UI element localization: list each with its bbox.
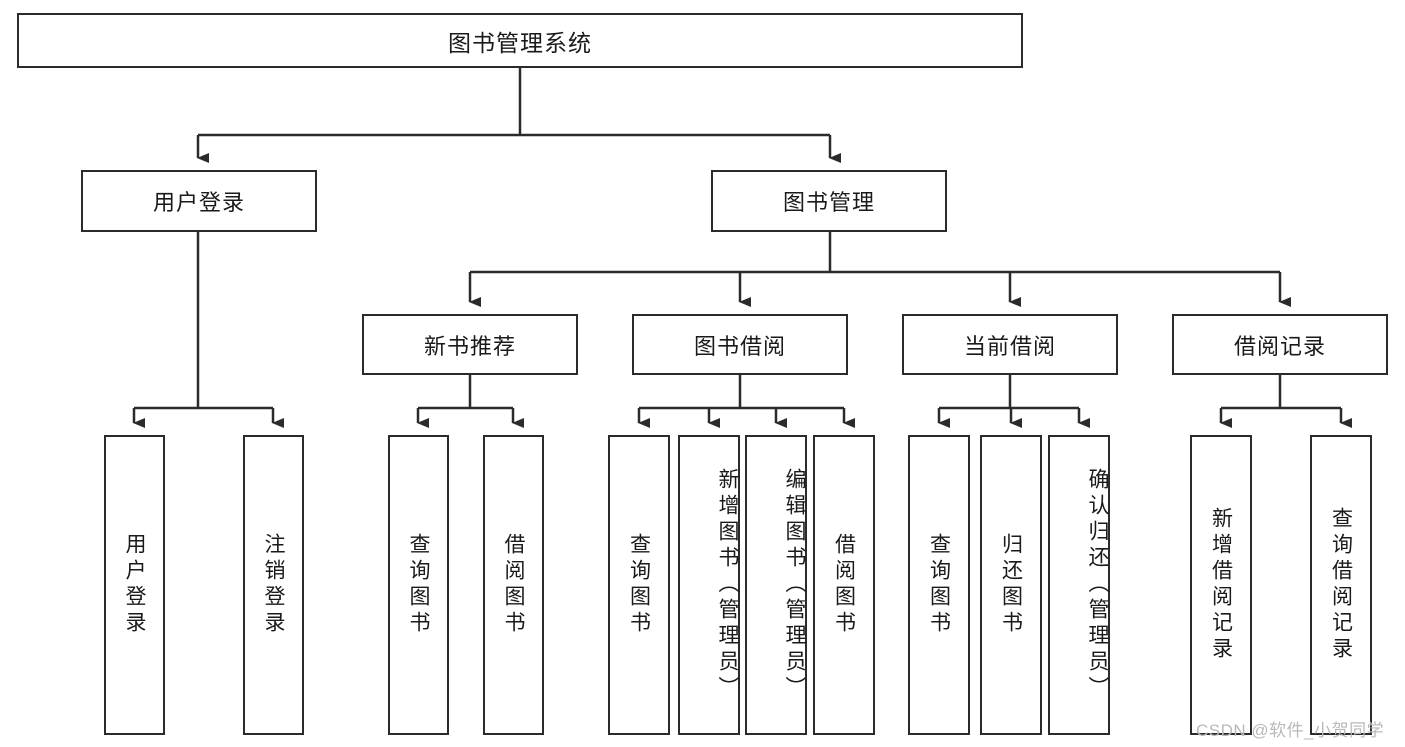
node-label: 确认归还（管理员）	[1086, 468, 1109, 702]
node-leaf-add-borrow-record[interactable]: 新增借阅记录	[1190, 435, 1252, 735]
node-leaf-add-book-admin[interactable]: 新增图书（管理员）	[678, 435, 740, 735]
node-leaf-query-book-1[interactable]: 查询图书	[388, 435, 449, 735]
node-book-borrow[interactable]: 图书借阅	[632, 314, 848, 375]
node-user-login[interactable]: 用户登录	[81, 170, 317, 232]
node-label: 图书借阅	[693, 333, 786, 359]
node-label: 查询图书	[407, 533, 430, 637]
node-label: 图书管理系统	[448, 29, 592, 56]
node-leaf-borrow-book-1[interactable]: 借阅图书	[483, 435, 544, 735]
node-leaf-edit-book-admin[interactable]: 编辑图书（管理员）	[745, 435, 807, 735]
node-current-borrow[interactable]: 当前借阅	[902, 314, 1118, 375]
node-new-book-recommend[interactable]: 新书推荐	[362, 314, 578, 375]
node-label: 查询借阅记录	[1329, 507, 1353, 663]
node-leaf-query-book-2[interactable]: 查询图书	[608, 435, 670, 735]
node-label: 图书管理	[782, 190, 875, 215]
node-leaf-confirm-return-admin[interactable]: 确认归还（管理员）	[1048, 435, 1110, 735]
node-borrow-record[interactable]: 借阅记录	[1172, 314, 1388, 375]
node-label: 新书推荐	[423, 333, 516, 359]
node-label: 当前借阅	[963, 333, 1056, 359]
node-label: 新增借阅记录	[1209, 507, 1233, 663]
node-leaf-return-book[interactable]: 归还图书	[980, 435, 1042, 735]
node-label: 用户登录	[123, 533, 146, 637]
node-label: 查询图书	[627, 533, 651, 637]
node-leaf-user-login[interactable]: 用户登录	[104, 435, 165, 735]
node-label: 借阅记录	[1233, 333, 1326, 359]
node-label: 借阅图书	[832, 533, 856, 637]
node-label: 借阅图书	[502, 533, 525, 637]
node-leaf-logout-login[interactable]: 注销登录	[243, 435, 304, 735]
node-label: 归还图书	[999, 533, 1023, 637]
node-label: 编辑图书（管理员）	[783, 468, 806, 702]
node-leaf-query-book-3[interactable]: 查询图书	[908, 435, 970, 735]
node-label: 注销登录	[262, 533, 285, 637]
node-book-management[interactable]: 图书管理	[711, 170, 947, 232]
node-label: 用户登录	[152, 190, 245, 215]
node-leaf-query-borrow-record[interactable]: 查询借阅记录	[1310, 435, 1372, 735]
node-leaf-borrow-book-2[interactable]: 借阅图书	[813, 435, 875, 735]
node-root-system[interactable]: 图书管理系统	[17, 13, 1023, 68]
node-label: 新增图书（管理员）	[716, 468, 739, 702]
csdn-watermark: CSDN @软件_小贺同学	[1196, 721, 1385, 740]
node-label: 查询图书	[927, 533, 951, 637]
